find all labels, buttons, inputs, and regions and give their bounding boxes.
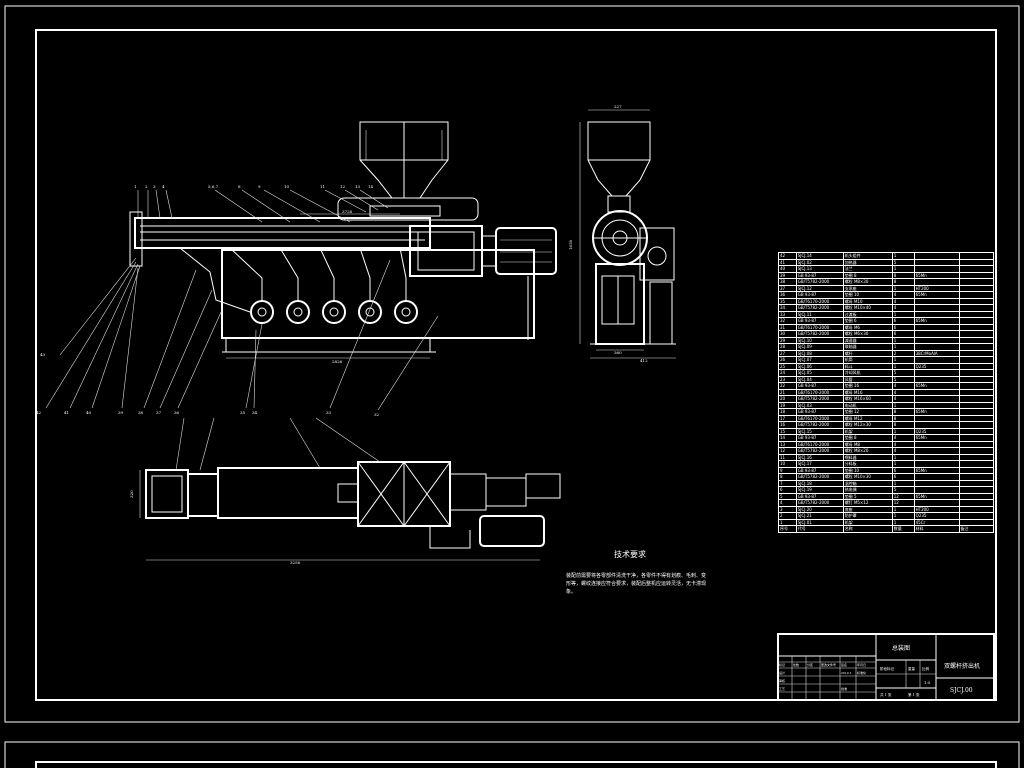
balloon-row-top: 1 2 3 4 5,6,7 8 9 10 11 12 13 14: [134, 184, 374, 189]
title-block-grid: 总装图 双螺杆挤出机 SJCJ.00 阶段标记 重量 比例 1:5 共 1 张 …: [777, 633, 995, 701]
tb-standardize: 标准化: [857, 670, 866, 675]
balloon-32: 32: [374, 412, 380, 417]
bom-cell: [958, 512, 995, 520]
dim-side-base: 412: [640, 358, 648, 363]
bom-cell: 代号: [795, 525, 844, 533]
balloon-2: 2: [145, 184, 148, 189]
dim-plan-width: 320: [129, 490, 134, 498]
dim-plan-length: 3256: [290, 560, 301, 565]
tb-header-change: 更改文件号: [821, 662, 836, 667]
balloon-34: 34: [252, 410, 258, 415]
balloon-9: 9: [258, 184, 261, 189]
bom-cell: [958, 518, 995, 526]
tb-header-sign: 签名: [841, 662, 847, 667]
bom-cell: 材料: [913, 525, 960, 533]
ratio-label: 比例: [922, 666, 930, 671]
balloon-4: 4: [162, 184, 165, 189]
balloon-39: 39: [118, 410, 124, 415]
tb-header-date: 年月日: [857, 662, 866, 667]
balloon-11: 11: [320, 184, 325, 189]
bom-cell: 数量: [891, 525, 915, 533]
inner-frame: [35, 29, 997, 701]
dim-side-width: 227: [614, 104, 622, 109]
scale-value: 1:5: [924, 680, 931, 685]
tb-review: 审核: [779, 678, 785, 683]
tb-header-count: 处数: [793, 662, 799, 667]
balloon-36: 36: [174, 410, 180, 415]
tb-header-mark: 标记: [779, 662, 785, 667]
balloon-40: 40: [86, 410, 92, 415]
bom-cell: 防护罩: [842, 512, 893, 520]
balloon-42: 42: [36, 410, 42, 415]
bom-cell: 备注: [958, 525, 995, 533]
plan-view: 320 3256: [129, 417, 561, 565]
sheet-number: 第 1 张: [908, 692, 920, 697]
tb-approve: 批准: [841, 686, 847, 691]
next-sheet-frame: [35, 761, 997, 768]
bom-cell: 底座: [842, 505, 893, 513]
cooling-fans: [250, 300, 418, 324]
front-elevation-view: 2826 3726: [45, 121, 557, 411]
bom-cell: 名称: [842, 525, 893, 533]
bom-cell: [958, 505, 995, 513]
balloon-14: 14: [368, 184, 374, 189]
bom-cell: 机架: [842, 518, 893, 526]
tech-requirements-title: 技术要求: [614, 550, 646, 559]
balloon-1: 1: [134, 184, 137, 189]
sheet-total: 共 1 张: [880, 692, 892, 697]
bom-cell: 序号: [778, 525, 797, 533]
side-elevation-view: 227 1650 360 412: [568, 104, 676, 363]
weight-label: 重量: [908, 666, 916, 671]
next-sheet-border: [4, 741, 1020, 768]
dim-barrel-length: 3726: [342, 209, 353, 214]
balloon-38: 38: [138, 410, 144, 415]
dim-frame-length: 2826: [332, 359, 343, 364]
outer-border: [4, 5, 1020, 723]
balloon-10: 10: [284, 184, 290, 189]
dim-side-height: 1650: [568, 239, 573, 250]
tb-header-zone: 分区: [807, 662, 813, 667]
balloon-41: 41: [64, 410, 69, 415]
balloon-12: 12: [340, 184, 346, 189]
assembly-label: 总装图: [892, 644, 910, 652]
balloon-43: 43: [40, 352, 46, 357]
balloon-13: 13: [355, 184, 361, 189]
balloon-8: 8: [238, 184, 241, 189]
balloon-37: 37: [156, 410, 162, 415]
drawing-number: SJCJ.00: [950, 687, 973, 694]
balloon-3: 3: [153, 184, 156, 189]
balloon-33: 33: [326, 410, 332, 415]
balloon-row-bottom: 43 42 41 40 39 38 37 36 35 34 33 32: [36, 352, 380, 417]
tb-process: 工艺: [779, 686, 785, 691]
balloon-5-6-7: 5,6,7: [208, 184, 219, 189]
stage-mark-label: 阶段标记: [880, 666, 894, 671]
bom-header-row: 序号代号名称数量材料备注: [778, 525, 995, 533]
tb-design: 设计: [779, 670, 785, 675]
tech-requirements-text: 装配前需要将各零部件清洗干净，各零件不得有划痕、毛刺、变形等，螺纹连接应符合要求…: [566, 573, 707, 595]
dim-side-base-inner: 360: [614, 350, 622, 355]
machine-name: 双螺杆挤出机: [944, 662, 980, 670]
tb-date: 2010.1: [841, 671, 852, 675]
balloon-35: 35: [240, 410, 246, 415]
